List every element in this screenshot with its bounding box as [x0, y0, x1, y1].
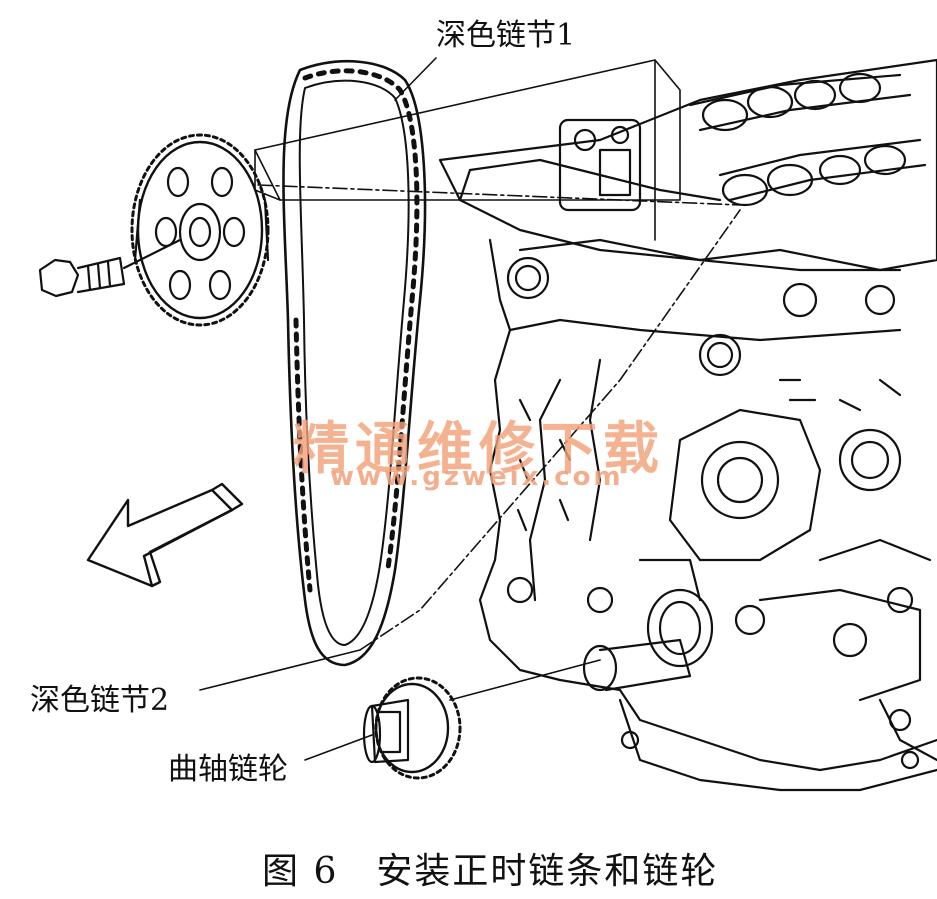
engine-block — [438, 58, 937, 792]
figure-caption: 图 6 安装正时链条和链轮 — [262, 851, 719, 892]
crankshaft-sprocket — [362, 659, 601, 780]
timing-chain — [282, 60, 427, 667]
label-crankshaft-sprocket: 曲轴链轮 — [168, 752, 288, 787]
arrow-left-icon — [86, 482, 244, 588]
leader-lines — [199, 57, 741, 761]
label-dark-link-2: 深色链节2 — [30, 683, 170, 718]
camshaft-sprocket — [130, 133, 270, 327]
sprocket-bolt — [38, 238, 182, 298]
label-dark-link-1: 深色链节1 — [436, 18, 576, 53]
watermark-url: www.gzweix.com — [330, 462, 624, 492]
watermark-chinese: 精通维修下载 — [293, 416, 665, 482]
